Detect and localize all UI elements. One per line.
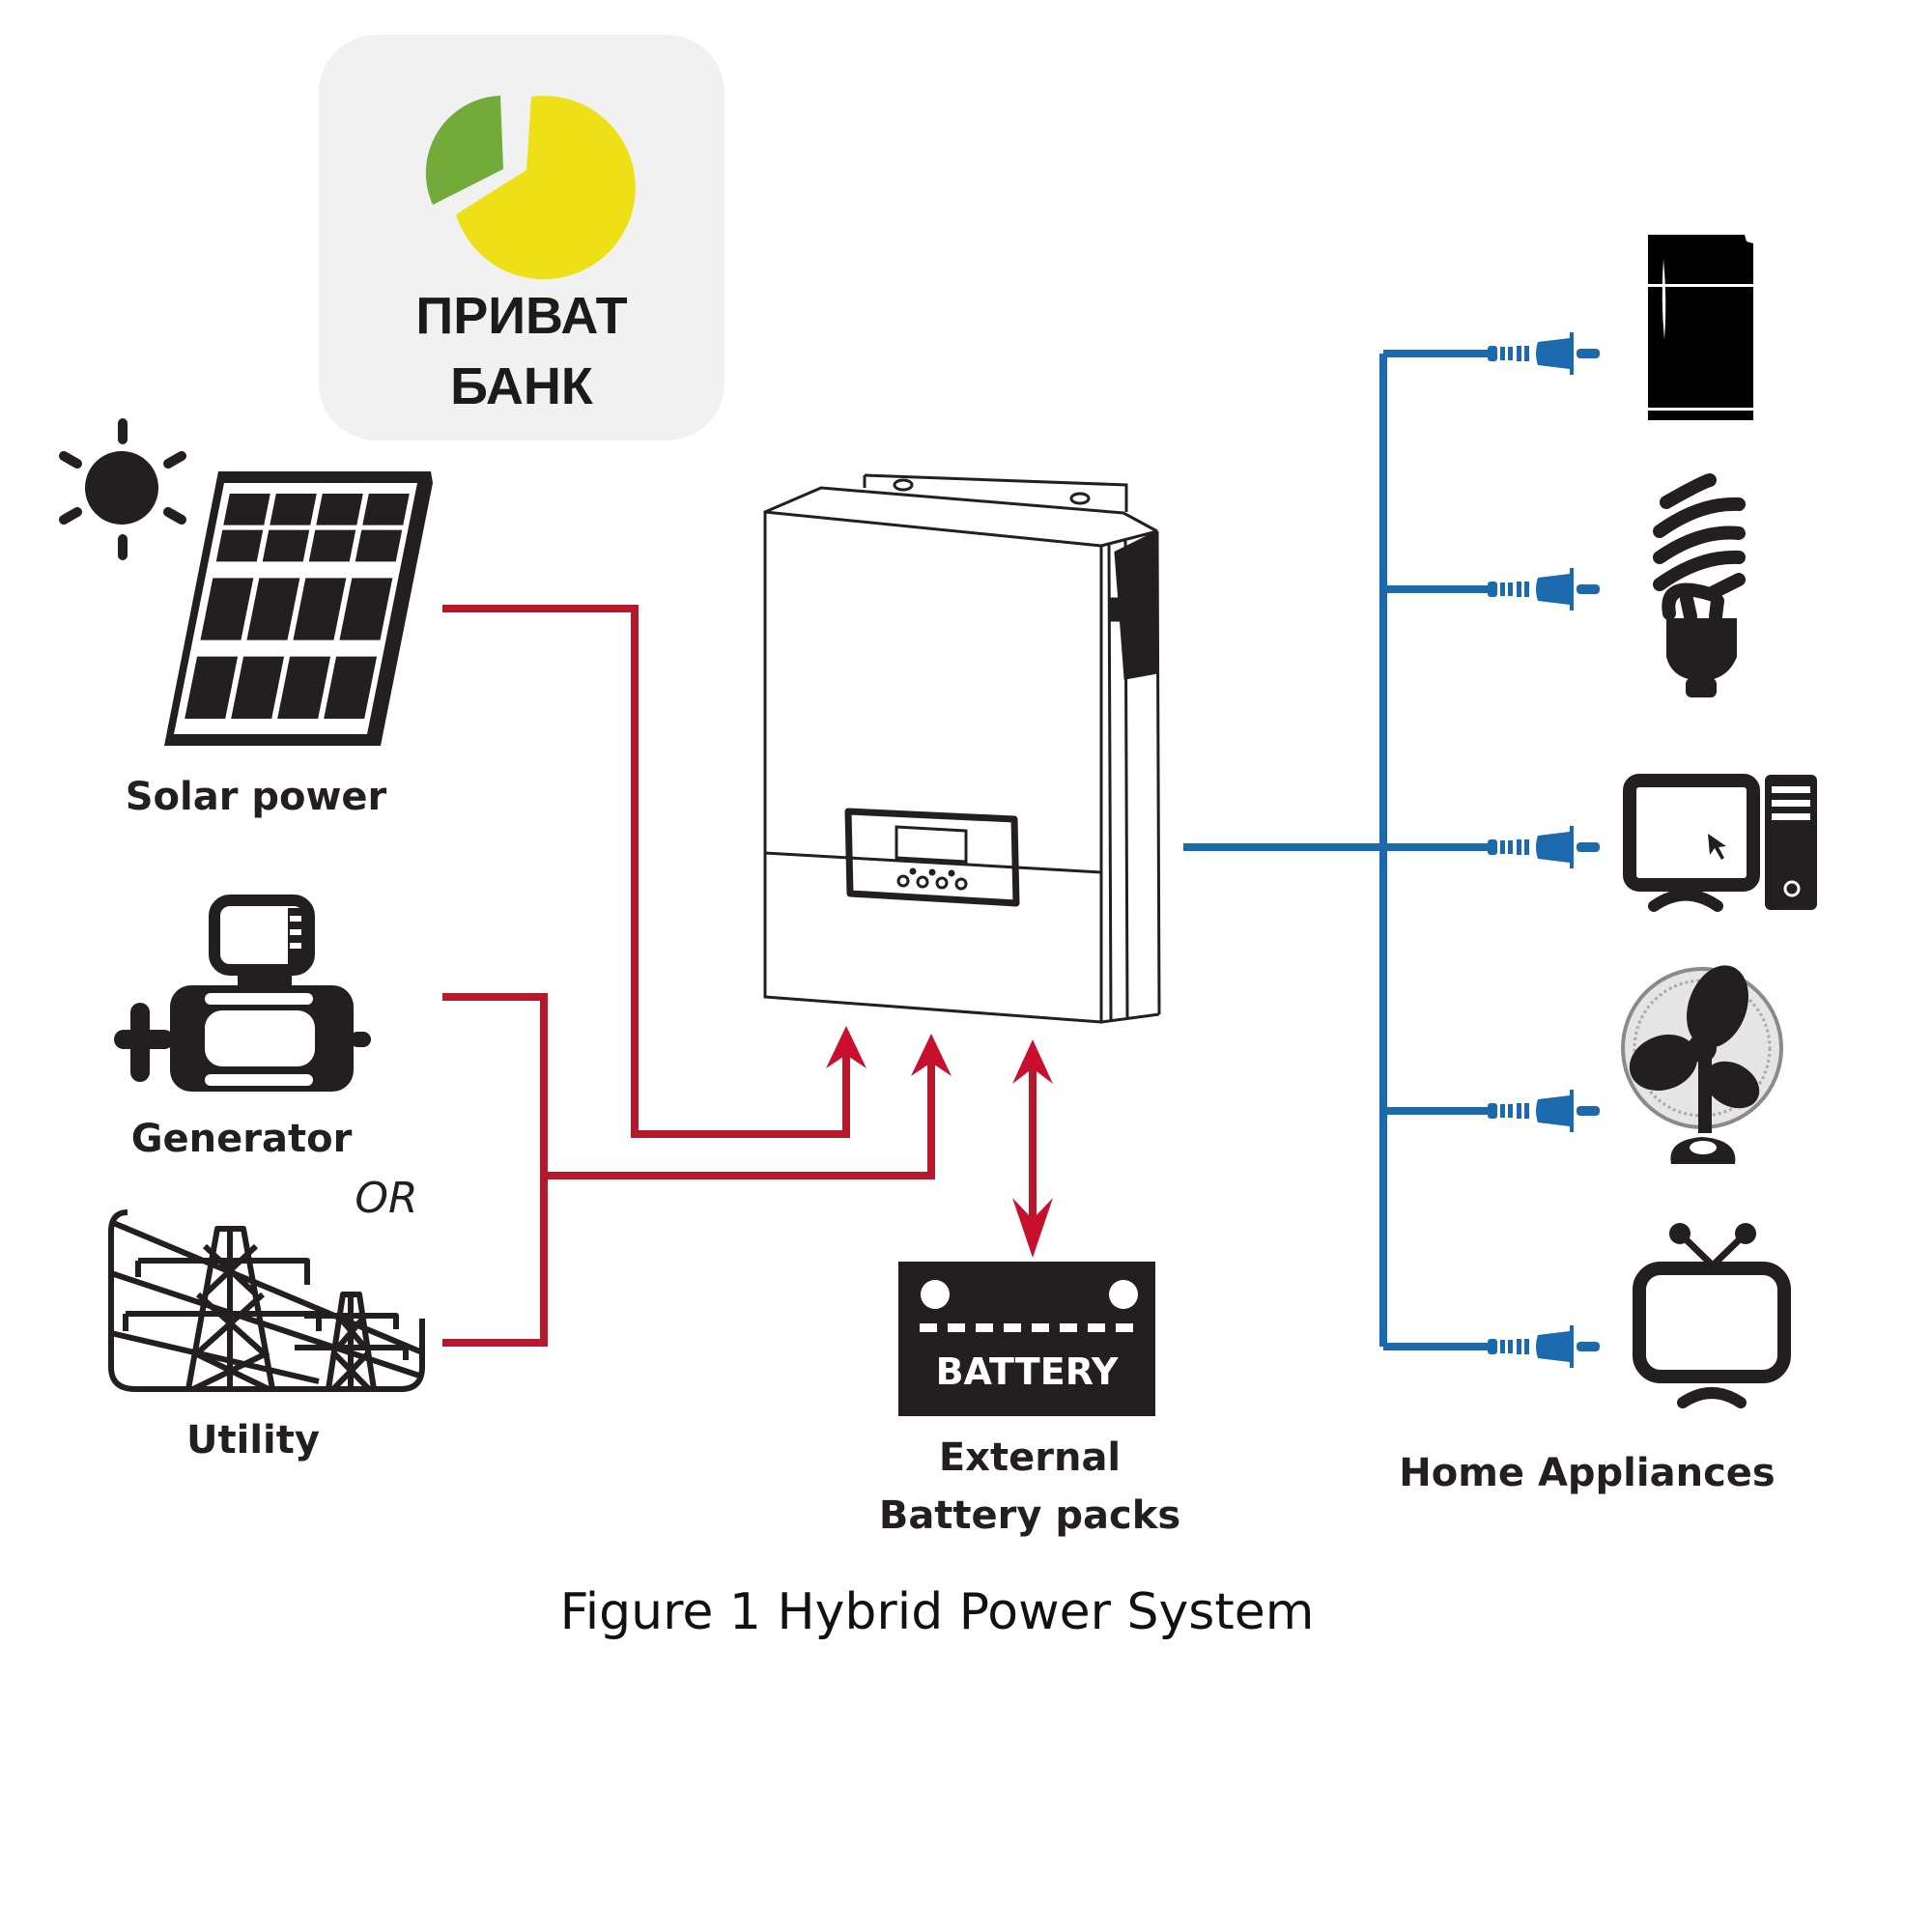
- solar-cell: [362, 494, 410, 526]
- solar-cell: [252, 578, 300, 610]
- battery-dash: [948, 1323, 965, 1332]
- solar-cell: [277, 687, 325, 719]
- computer-icon: [1623, 774, 1817, 912]
- solar-cell: [237, 656, 285, 689]
- plug-icon: [1383, 826, 1600, 868]
- solar-cell: [200, 609, 247, 640]
- solar-cell: [345, 578, 393, 610]
- generator-icon: [114, 895, 371, 1092]
- solar-cell: [355, 529, 403, 562]
- solar-cell: [329, 656, 378, 689]
- solar-cell: [190, 656, 239, 689]
- battery-dash: [1060, 1323, 1077, 1332]
- battery-dash: [920, 1323, 937, 1332]
- solar-cell: [316, 494, 363, 526]
- solar-cell: [308, 529, 356, 562]
- solar-cell: [324, 687, 371, 719]
- input-connections: [442, 605, 1037, 1347]
- solar-cell: [298, 578, 347, 610]
- solar-cell: [215, 529, 264, 562]
- generator-label: Generator: [131, 1117, 353, 1161]
- battery-up-arrow-icon: [1012, 1039, 1053, 1084]
- refrigerator-icon: [1648, 235, 1753, 420]
- logo-line1: ПРИВАТ: [415, 287, 627, 345]
- battery-dash: [1004, 1323, 1021, 1332]
- grid-merge-line: [540, 1054, 935, 1179]
- inverter-buttons: [896, 867, 968, 891]
- solar-cell: [293, 609, 340, 640]
- tv-icon: [1633, 1223, 1791, 1408]
- solar-cell: [185, 687, 232, 719]
- battery-down-arrow-icon: [1012, 1198, 1053, 1258]
- plug-icon: [1383, 332, 1600, 375]
- hybrid-inverter-icon: [763, 473, 1161, 1024]
- privatbank-logo: ПРИВАТ БАНК: [319, 35, 724, 440]
- solar-line: [442, 605, 850, 1138]
- solar-cell: [262, 529, 310, 562]
- solar-cell: [246, 609, 294, 640]
- solar-source: Solar power: [59, 418, 433, 819]
- solar-cell: [206, 578, 254, 610]
- logo-green-slice: [425, 96, 503, 205]
- input-arrowheads: [826, 1026, 1053, 1258]
- logo-line2: БАНК: [450, 357, 594, 415]
- appliances-label: Home Appliances: [1399, 1451, 1775, 1495]
- utility-label: Utility: [186, 1418, 320, 1463]
- solar-panel-icon: [164, 471, 433, 746]
- grid-arrow-icon: [911, 1034, 952, 1076]
- solar-cell: [339, 609, 386, 640]
- logo-yellow-slice: [456, 96, 636, 280]
- battery-label-line2: Battery packs: [879, 1493, 1180, 1538]
- sun-icon: [59, 418, 186, 560]
- battery-dash: [1116, 1323, 1133, 1332]
- battery-dash: [1032, 1323, 1049, 1332]
- generator-line: [442, 993, 548, 1347]
- power-tower-icon: [108, 1209, 425, 1392]
- utility-source: Utility: [108, 1209, 425, 1463]
- appliance-plugs: [1383, 332, 1600, 1368]
- figure-caption: Figure 1 Hybrid Power System: [560, 1583, 1315, 1641]
- generator-source: Generator OR: [114, 895, 418, 1223]
- battery-badge: BATTERY: [936, 1350, 1119, 1393]
- solar-cell: [283, 656, 331, 689]
- solar-cell: [270, 494, 317, 526]
- solar-label: Solar power: [126, 775, 387, 819]
- plug-icon: [1383, 1090, 1600, 1132]
- battery: BATTERY External Battery packs: [879, 1262, 1180, 1538]
- plug-icon: [1383, 568, 1600, 611]
- plug-icon: [1383, 1325, 1600, 1368]
- solar-cell: [231, 687, 278, 719]
- light-bulb-icon: [1653, 473, 1746, 697]
- battery-label-line1: External: [939, 1435, 1121, 1480]
- battery-dash: [976, 1323, 993, 1332]
- solar-arrow-icon: [826, 1026, 867, 1068]
- battery-dash: [1088, 1323, 1105, 1332]
- solar-cell: [223, 494, 270, 526]
- output-connections: [1183, 354, 1391, 1347]
- or-label: OR: [355, 1174, 417, 1223]
- fan-icon: [1621, 965, 1783, 1164]
